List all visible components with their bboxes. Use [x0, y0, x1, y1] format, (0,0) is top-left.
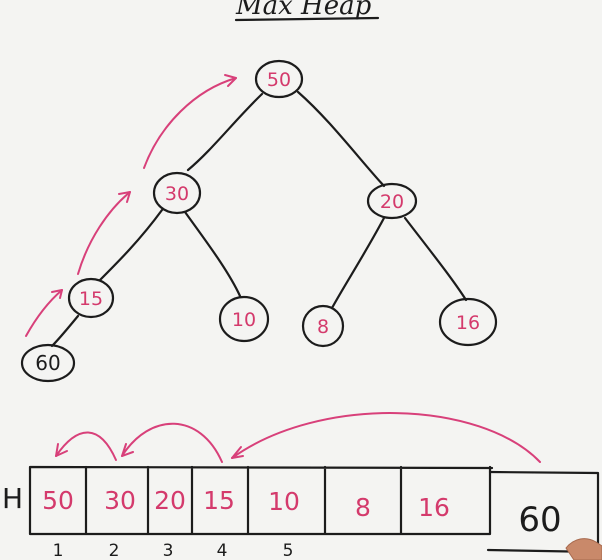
node-value: 60	[35, 351, 60, 375]
tree-edge	[403, 216, 468, 302]
compare-arrow	[121, 422, 223, 463]
array-indices: 1 2 3 4 5	[53, 541, 294, 560]
tree-node-10: 10	[218, 295, 270, 343]
pointer-hand	[565, 538, 602, 560]
node-value: 30	[165, 183, 189, 205]
array-index: 4	[217, 541, 228, 560]
tree-node-30: 30	[152, 171, 202, 215]
tree-node-20: 20	[366, 182, 418, 220]
compare-arrow	[231, 412, 541, 463]
tree-node-15: 15	[67, 277, 115, 319]
arrow-head	[118, 191, 131, 203]
array-cell-value: 15	[203, 486, 235, 515]
array-index: 2	[109, 541, 120, 560]
tree-node-50: 50	[254, 59, 304, 99]
array-cell-value: 20	[154, 486, 186, 515]
node-value: 15	[79, 288, 103, 310]
array-compare-arrows	[55, 412, 541, 463]
tree-node-60: 60	[20, 343, 76, 383]
array-outline	[28, 465, 494, 536]
tree-edges	[50, 90, 468, 348]
sift-up-arrows	[25, 74, 237, 337]
tree-edge	[50, 314, 80, 348]
compare-arrow	[55, 431, 117, 461]
arrow-head	[224, 74, 237, 87]
node-circle	[366, 182, 418, 220]
node-circle	[152, 171, 202, 215]
array-cell-value: 16	[418, 493, 450, 522]
node-value: 20	[380, 191, 404, 213]
node-circle	[438, 297, 498, 347]
arrow-head	[55, 443, 68, 457]
node-value: 16	[456, 312, 480, 334]
node-circle	[67, 277, 115, 319]
array-index: 3	[163, 541, 174, 560]
tree-edge	[330, 216, 386, 310]
array-cell-value: 10	[268, 487, 300, 516]
tree-edge	[186, 92, 264, 172]
array-label: H	[2, 482, 23, 515]
title: Max Heap	[235, 0, 372, 21]
sift-arrow	[77, 191, 131, 275]
node-circle	[254, 59, 304, 99]
sift-arrow	[25, 289, 63, 337]
node-circle	[20, 343, 76, 383]
node-value: 10	[232, 309, 256, 331]
tree-node-8: 8	[301, 304, 345, 348]
node-value: 8	[317, 316, 329, 338]
arrow-head	[121, 443, 134, 457]
tree-edge	[296, 90, 386, 188]
node-circle	[301, 304, 345, 348]
tree-edge	[98, 208, 164, 282]
array-index: 1	[53, 541, 64, 560]
array-cell-value: 30	[104, 486, 136, 515]
tree-node-16: 16	[438, 297, 498, 347]
heap-array: 50 30 20 15 10 8 16 60	[28, 465, 600, 554]
array-index: 5	[283, 541, 294, 560]
array-cell-value: 60	[518, 500, 561, 540]
arrow-head	[51, 289, 63, 299]
arrow-head	[231, 446, 244, 459]
sift-arrow	[143, 77, 237, 169]
node-circle	[218, 295, 270, 343]
array-cell-value: 8	[355, 493, 371, 522]
title-underline	[234, 16, 380, 22]
tree-edge	[183, 210, 242, 298]
node-value: 50	[267, 69, 291, 91]
array-cell-value: 50	[42, 486, 74, 515]
pointer-finger	[565, 538, 602, 560]
